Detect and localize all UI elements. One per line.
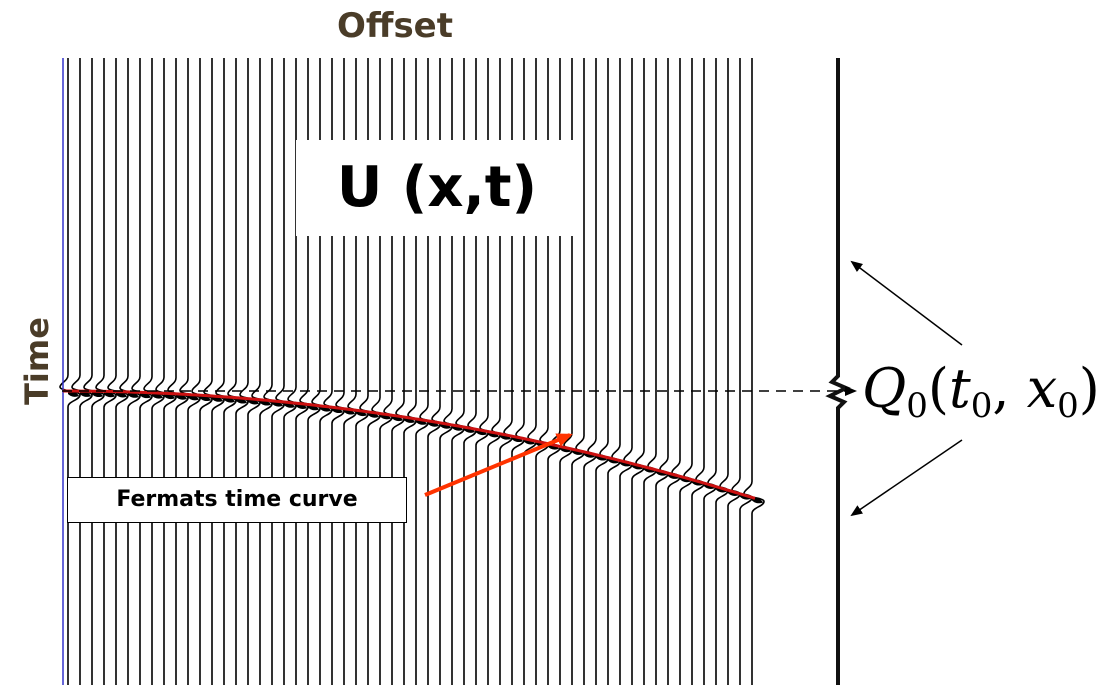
- seismic-trace: [575, 58, 597, 685]
- seismic-trace: [239, 58, 261, 685]
- seismic-trace: [203, 58, 225, 685]
- seismic-trace: [155, 58, 177, 685]
- q-point-label: Q0(t0, x0): [862, 362, 1100, 426]
- seismic-trace: [179, 58, 201, 685]
- seismic-trace: [623, 58, 645, 685]
- seismic-trace: [635, 58, 657, 685]
- seismic-trace: [671, 58, 693, 685]
- q-arrow-down: [850, 439, 963, 517]
- seismic-trace: [587, 58, 609, 685]
- seismic-trace: [611, 58, 633, 685]
- q-arrow-up: [850, 260, 963, 346]
- seismic-trace: [107, 58, 129, 685]
- fermat-curve-label: Fermats time curve: [67, 477, 407, 523]
- single-trace-q: [825, 58, 851, 685]
- q-arg1-subscript: 0: [970, 386, 993, 426]
- seismic-trace: [167, 58, 189, 685]
- q-open-paren: (: [927, 357, 949, 420]
- seismic-trace: [263, 58, 285, 685]
- curve-label-pointer-arrow: [424, 433, 573, 497]
- fermat-time-curve: [63, 389, 756, 500]
- seismic-trace: [647, 58, 669, 685]
- wavefield-label: U (x,t): [296, 140, 578, 236]
- seismic-trace: [599, 58, 621, 685]
- seismic-trace: [119, 58, 141, 685]
- x-axis-label: Offset: [337, 6, 453, 46]
- q-close-paren: ): [1078, 357, 1100, 420]
- seismic-trace: [683, 58, 705, 685]
- q-arg2: x: [1026, 357, 1058, 420]
- seismic-trace: [707, 58, 729, 685]
- seismic-trace: [275, 58, 297, 685]
- seismic-trace: [227, 58, 249, 685]
- q-arg2-subscript: 0: [1057, 386, 1079, 426]
- seismic-trace: [131, 58, 153, 685]
- q-arg1: t: [949, 357, 971, 420]
- q-symbol: Q: [862, 357, 907, 420]
- seismic-trace: [659, 58, 681, 685]
- seismic-trace: [743, 58, 765, 685]
- seismic-trace: [719, 58, 741, 685]
- seismic-trace: [143, 58, 165, 685]
- seismic-trace: [695, 58, 717, 685]
- y-axis-label: Time: [18, 317, 56, 405]
- seismic-trace: [191, 58, 213, 685]
- seismic-trace: [71, 58, 93, 685]
- q-comma: ,: [992, 357, 1010, 420]
- seismic-trace: [83, 58, 105, 685]
- seismic-trace: [251, 58, 273, 685]
- q-subscript: 0: [906, 386, 928, 426]
- seismic-trace: [731, 58, 753, 685]
- seismic-trace: [95, 58, 117, 685]
- seismic-trace: [215, 58, 237, 685]
